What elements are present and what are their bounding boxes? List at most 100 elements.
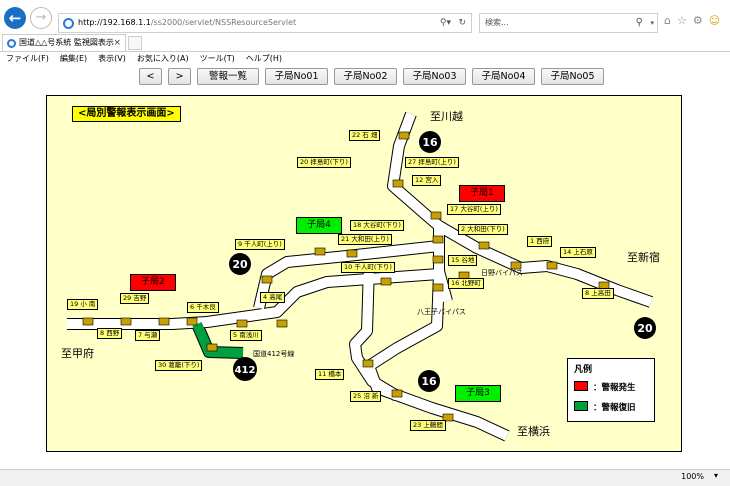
page-nav-bar: < > 警報一覧 子局No01 子局No02 子局No03 子局No04 子局N… xyxy=(139,68,604,85)
back-button[interactable]: ← xyxy=(4,7,26,29)
forward-button[interactable]: → xyxy=(30,7,52,29)
smiley-icon[interactable]: ☺ xyxy=(708,14,721,27)
label-8-west: 8 西野 xyxy=(97,328,123,339)
legend-box: 凡例 ：警報発生 ：警報復旧 xyxy=(567,358,655,422)
station-02-button[interactable]: 子局No02 xyxy=(334,68,397,85)
direction-south: 至横浜 xyxy=(517,425,550,438)
station-05-button[interactable]: 子局No05 xyxy=(541,68,604,85)
route-20-left-shield xyxy=(229,253,251,275)
route-412-label: 国道412号線 xyxy=(253,350,295,358)
prev-button[interactable]: < xyxy=(139,68,162,85)
zoom-level[interactable]: 100% xyxy=(681,472,704,481)
station-04-button[interactable]: 子局No04 xyxy=(472,68,535,85)
gear-icon[interactable]: ⚙ xyxy=(692,14,703,27)
address-bar-row: ← → http://192.168.1.1/ss2000/servlet/NS… xyxy=(0,0,730,34)
menu-favorites[interactable]: お気に入り(A) xyxy=(136,54,189,63)
alarm-list-button[interactable]: 警報一覧 xyxy=(197,68,259,85)
tab-current[interactable]: 国道△△号系統 監視図表示 × xyxy=(2,34,126,52)
label-17: 17 大谷町(上り) xyxy=(447,204,501,215)
favorites-star-icon[interactable]: ☆ xyxy=(676,14,687,27)
label-25: 25 沼 新 xyxy=(350,391,382,402)
ie-tab-icon xyxy=(7,39,16,48)
label-11: 11 橋本 xyxy=(315,369,345,380)
station-03-button[interactable]: 子局No03 xyxy=(403,68,466,85)
label-10: 10 千人町(下り) xyxy=(341,262,395,273)
menu-tools[interactable]: ツール(T) xyxy=(199,54,235,63)
search-placeholder: 検索... xyxy=(485,18,509,27)
label-12: 12 宮入 xyxy=(412,175,442,186)
new-tab-button[interactable] xyxy=(128,36,142,50)
url-host: http://192.168.1.1 xyxy=(78,18,151,27)
url-path: /ss2000/servlet/NSSResourceServlet xyxy=(150,18,297,27)
legend-recovered-text: ：警報復旧 xyxy=(593,403,636,413)
home-icon[interactable]: ⌂ xyxy=(664,14,671,27)
label-16: 16 北野町 xyxy=(448,278,484,289)
bureau-1[interactable]: 子局1 xyxy=(459,185,505,202)
legend-recovered-swatch xyxy=(574,401,588,411)
label-4: 4 高尾 xyxy=(260,292,286,303)
label-1: 1 西府 xyxy=(527,236,553,247)
route-20-right-number: 20 xyxy=(637,322,653,335)
hino-bypass-label: 日野バイパス xyxy=(481,269,523,277)
label-6: 6 千木良 xyxy=(187,302,219,313)
ie-page-icon xyxy=(63,17,74,29)
page-content: < > 警報一覧 子局No01 子局No02 子局No03 子局No04 子局N… xyxy=(0,66,730,469)
monitor-map-panel: 16 20 20 412 16 <局別警報表示画面> 至川越 至新宿 至甲府 至… xyxy=(46,95,682,452)
route-16-top-number: 16 xyxy=(422,136,438,149)
chevron-down-icon[interactable]: ▾ xyxy=(713,471,718,480)
next-button[interactable]: > xyxy=(168,68,191,85)
refresh-icon[interactable]: ↻ xyxy=(458,18,466,28)
tab-title: 国道△△号系統 監視図表示 xyxy=(19,38,114,47)
label-27: 27 拝島町(上り) xyxy=(405,157,459,168)
menu-file[interactable]: ファイル(F) xyxy=(6,54,49,63)
close-icon[interactable]: × xyxy=(113,38,121,48)
direction-north: 至川越 xyxy=(430,110,463,123)
direction-west: 至甲府 xyxy=(61,347,94,360)
route-16-bottom-number: 16 xyxy=(421,375,437,388)
menu-bar: ファイル(F) 編集(E) 表示(V) お気に入り(A) ツール(T) ヘルプ(… xyxy=(0,52,730,66)
label-23: 23 上鶴間 xyxy=(410,420,446,431)
menu-edit[interactable]: 編集(E) xyxy=(59,54,88,63)
sensor-markers xyxy=(82,131,610,422)
search-input[interactable]: 検索... ⚲ ▾ xyxy=(479,13,658,33)
bureau-3[interactable]: 子局3 xyxy=(455,385,501,402)
road-412-green xyxy=(192,322,244,358)
status-bar: 100% ▾ xyxy=(0,469,730,486)
label-2: 2 大和田(下り) xyxy=(458,224,508,235)
label-21: 21 大和田(上り) xyxy=(338,234,392,245)
station-01-button[interactable]: 子局No01 xyxy=(265,68,328,85)
toolbar-icons: ⌂ ☆ ⚙ ☺ xyxy=(664,14,720,28)
label-14: 14 上石原 xyxy=(560,247,596,258)
label-15: 15 谷地 xyxy=(448,255,478,266)
route-16-bottom-shield xyxy=(418,370,440,392)
legend-alarm-swatch xyxy=(574,381,588,391)
road-map: 16 20 20 412 16 xyxy=(67,111,656,442)
label-18: 18 大谷町(下り) xyxy=(350,220,404,231)
direction-east: 至新宿 xyxy=(627,251,660,264)
route-20-left-number: 20 xyxy=(232,258,248,271)
map-title: <局別警報表示画面> xyxy=(72,106,181,122)
route-412-number: 412 xyxy=(235,365,256,376)
legend-alarm-text: ：警報発生 xyxy=(593,383,636,393)
route-20-right-shield xyxy=(634,317,656,339)
hachioji-bypass-label: 八王子バイパス xyxy=(417,308,466,316)
bureau-4[interactable]: 子局4 xyxy=(296,217,342,234)
chevron-down-icon[interactable]: ▾ xyxy=(650,19,654,27)
bureau-2[interactable]: 子局2 xyxy=(130,274,176,291)
menu-help[interactable]: ヘルプ(H) xyxy=(245,54,282,63)
label-9: 9 千人町(上り) xyxy=(235,239,285,250)
label-29: 29 吉野 xyxy=(120,293,150,304)
label-7: 7 与瀬 xyxy=(135,330,161,341)
url-field[interactable]: http://192.168.1.1/ss2000/servlet/NSSRes… xyxy=(58,13,472,33)
route-shields xyxy=(229,131,656,392)
tab-strip: 国道△△号系統 監視図表示 × xyxy=(0,34,730,52)
route-16-top-shield xyxy=(419,131,441,153)
menu-view[interactable]: 表示(V) xyxy=(98,54,126,63)
legend-title: 凡例 xyxy=(574,365,593,375)
label-20: 20 拝島町(下り) xyxy=(297,157,351,168)
search-icon[interactable]: ⚲ xyxy=(635,17,643,28)
route-412-shield xyxy=(233,357,257,381)
divider xyxy=(0,51,730,52)
search-dropdown-icon[interactable]: ⚲▾ xyxy=(439,18,451,28)
